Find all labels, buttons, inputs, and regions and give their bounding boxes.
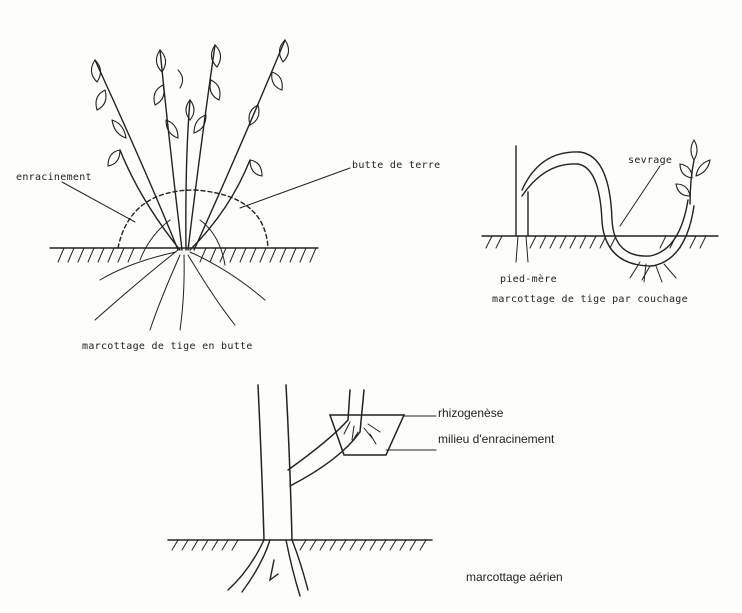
trunk-left [258, 385, 264, 540]
trunk-right [286, 385, 292, 540]
rooting-container [330, 415, 404, 455]
container-roots [344, 422, 380, 444]
branch-inner [290, 390, 364, 486]
label-rhizogenesis: rhizogenèse [438, 406, 503, 420]
ground-hatching [172, 540, 426, 550]
label-rooting-medium: milieu d'enracinement [438, 432, 554, 446]
caption-air-layering: marcottage aérien [466, 570, 563, 584]
branch-outer [288, 390, 350, 470]
trunk-roots [228, 540, 308, 596]
